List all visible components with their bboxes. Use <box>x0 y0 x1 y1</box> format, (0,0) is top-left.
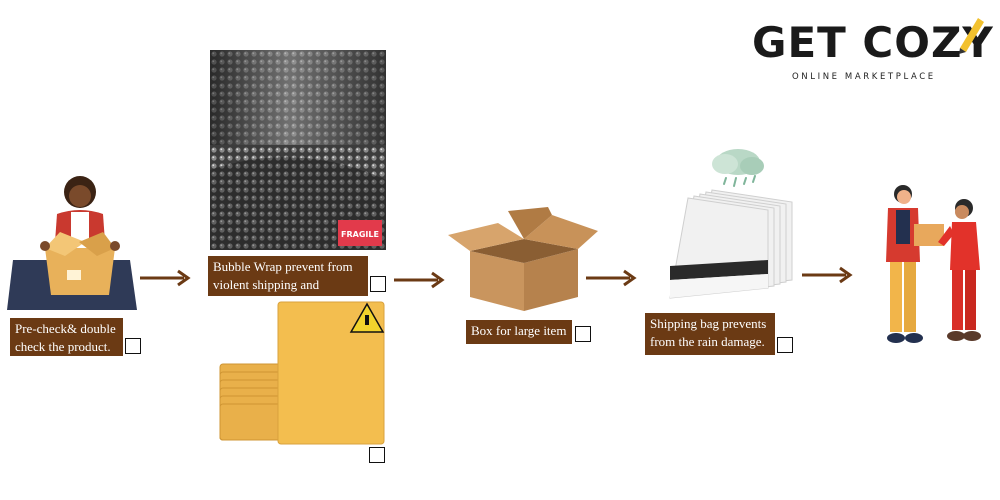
arrow-right-icon <box>138 268 194 288</box>
pencil-icon <box>952 14 986 54</box>
step2-label: Bubble Wrap prevent from violent shippin… <box>208 256 368 296</box>
delivery-handoff-illustration <box>878 182 988 352</box>
shipping-bags-illustration <box>640 140 800 310</box>
step2b-checkbox[interactable] <box>369 447 385 463</box>
step3-label: Box for large item <box>466 320 572 344</box>
arrow-right-icon <box>392 270 448 290</box>
step4-label: Shipping bag prevents from the rain dama… <box>645 313 775 355</box>
cardboard-box-illustration <box>448 205 600 313</box>
step2-checkbox[interactable] <box>370 276 386 292</box>
arrow-right-icon <box>584 268 640 288</box>
step3-checkbox[interactable] <box>575 326 591 342</box>
step1-label: Pre-check& double check the product. <box>10 318 123 356</box>
arrow-right-icon <box>800 265 856 285</box>
fragile-sticker-text: FRAGILE <box>341 230 379 239</box>
person-checking-box-illustration <box>5 170 140 315</box>
step4-checkbox[interactable] <box>777 337 793 353</box>
brand-subtitle: ONLINE MARKETPLACE <box>792 72 936 82</box>
padded-envelopes-illustration <box>212 300 388 450</box>
bubble-wrap-photo: FRAGILE <box>210 50 386 250</box>
step1-checkbox[interactable] <box>125 338 141 354</box>
